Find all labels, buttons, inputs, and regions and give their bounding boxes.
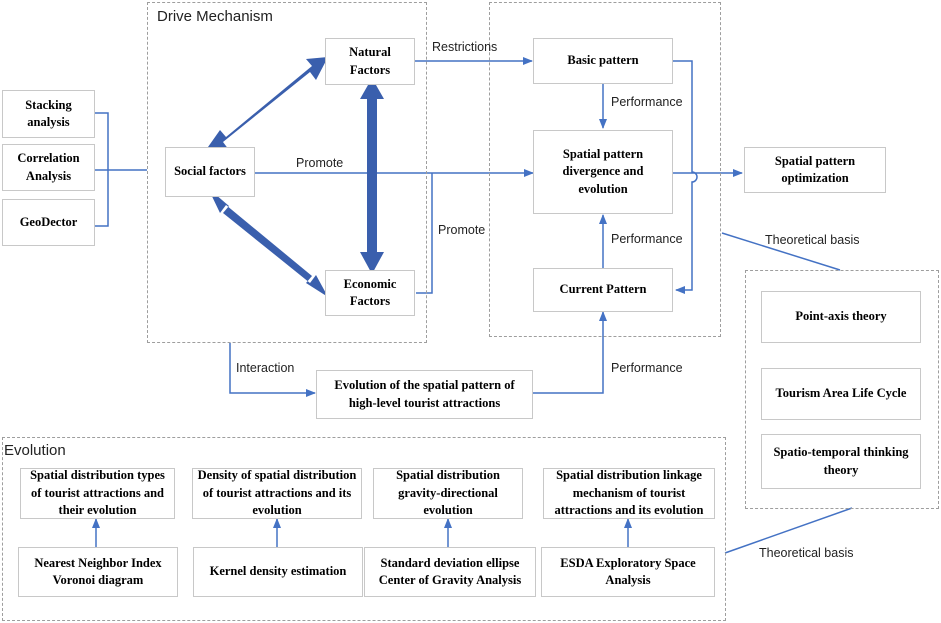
interaction-arrow: [229, 343, 316, 397]
evolution-bottom-2: Kernel density estimation: [193, 547, 363, 597]
theory-point-axis: Point-axis theory: [761, 291, 921, 343]
spatial-pattern-evolution-box: Evolution of the spatial pattern of high…: [316, 370, 533, 419]
evolution-group: [2, 437, 726, 621]
basic-pattern-box: Basic pattern: [533, 38, 673, 84]
label-promote-2: Promote: [438, 223, 486, 237]
evolution-top-2: Density of spatial distribution of touri…: [192, 468, 362, 519]
label-performance-1: Performance: [611, 95, 683, 109]
evolution-top-3: Spatial distribution gravity-directional…: [373, 468, 523, 519]
label-promote-1: Promote: [296, 156, 344, 170]
method-stacking-analysis: Stacking analysis: [2, 90, 95, 138]
label-theoretical-basis-1: Theoretical basis: [765, 233, 860, 247]
economic-factors-box: Economic Factors: [325, 270, 415, 316]
evolution-bottom-4: ESDA Exploratory Space Analysis: [541, 547, 715, 597]
current-pattern-box: Current Pattern: [533, 268, 673, 312]
theory-group: [745, 270, 939, 509]
label-theoretical-basis-2: Theoretical basis: [759, 546, 854, 560]
evolution-top-4: Spatial distribution linkage mechanism o…: [543, 468, 715, 519]
social-economic-double-arrow: [208, 188, 328, 297]
social-natural-double-arrow: [208, 57, 328, 150]
theoretical-line-1: [721, 232, 841, 271]
performance-arrow-3: [533, 311, 607, 394]
evolution-group-title: Evolution: [4, 442, 66, 459]
evolution-bottom-1: Nearest Neighbor Index Voronoi diagram: [18, 547, 178, 597]
label-restrictions: Restrictions: [432, 40, 498, 54]
pattern-group: [489, 2, 721, 337]
label-interaction: Interaction: [236, 361, 295, 375]
divergence-box: Spatial pattern divergence and evolution: [533, 130, 673, 214]
label-performance-2: Performance: [611, 232, 683, 246]
theory-spatio-temporal: Spatio-temporal thinking theory: [761, 434, 921, 489]
label-performance-3: Performance: [611, 361, 683, 375]
drive-mechanism-title: Drive Mechanism: [157, 8, 273, 25]
evolution-top-1: Spatial distribution types of tourist at…: [20, 468, 175, 519]
feedback-line: [673, 60, 698, 294]
optimization-box: Spatial pattern optimization: [744, 147, 886, 193]
method-geodector: GeoDector: [2, 199, 95, 246]
theoretical-line-2: [724, 507, 853, 554]
natural-economic-double-arrow: [360, 78, 384, 274]
evolution-bottom-3: Standard deviation ellipse Center of Gra…: [364, 547, 536, 597]
methods-bracket-line: [95, 112, 147, 227]
economic-promote-line: [416, 173, 433, 294]
method-correlation-analysis: Correlation Analysis: [2, 144, 95, 191]
theory-tourism-life-cycle: Tourism Area Life Cycle: [761, 368, 921, 420]
drive-mechanism-group: [147, 2, 427, 343]
natural-factors-box: Natural Factors: [325, 38, 415, 85]
social-factors-box: Social factors: [165, 147, 255, 197]
